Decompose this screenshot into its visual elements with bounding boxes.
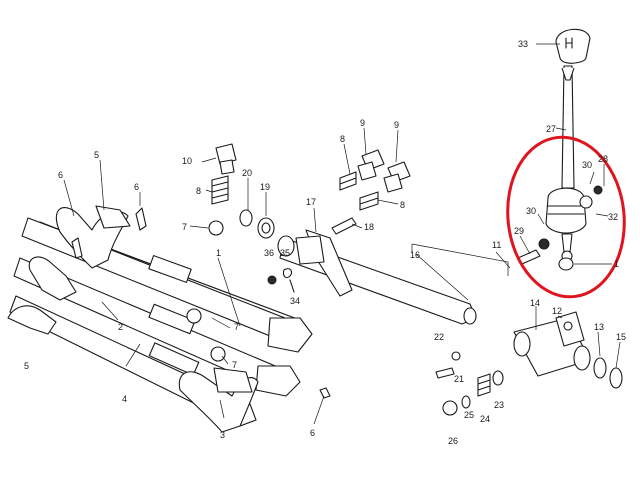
- callout-6: 6: [58, 170, 63, 180]
- nut: [538, 238, 550, 250]
- shift-fork-bottom: [178, 367, 259, 433]
- nut: [451, 351, 461, 361]
- callout-8: 8: [400, 200, 405, 210]
- callout-28: 28: [598, 154, 608, 164]
- washer: [239, 209, 253, 227]
- callout-32: 32: [608, 212, 618, 222]
- highlight-circle: [506, 135, 626, 299]
- shift-knob: [555, 28, 591, 64]
- callout-10: 10: [182, 156, 192, 166]
- callout-30: 30: [582, 160, 592, 170]
- oil-seal: [257, 217, 275, 239]
- plug-bolt: [215, 143, 237, 175]
- callout-36: 36: [264, 248, 274, 258]
- callout-17: 17: [306, 197, 316, 207]
- striking-lever: [295, 229, 353, 297]
- pin: [319, 387, 331, 399]
- shift-fork-lower-left: [7, 305, 57, 335]
- check-spring: [211, 175, 229, 205]
- callout-6: 6: [310, 428, 315, 438]
- callout-19: 19: [260, 182, 270, 192]
- retaining-pin: [71, 237, 83, 259]
- callout-20: 20: [242, 168, 252, 178]
- callout-6: 6: [134, 182, 139, 192]
- callout-7: 7: [182, 222, 187, 232]
- shift-fork-middle: [28, 256, 77, 301]
- spring: [477, 373, 491, 397]
- callout-11: 11: [492, 240, 501, 250]
- interlock-ball: [186, 308, 202, 324]
- callout-16: 16: [410, 250, 420, 260]
- plug-bolt-upper: [357, 149, 385, 181]
- callout-8: 8: [340, 134, 345, 144]
- seal-ring: [609, 367, 623, 389]
- lock-pin: [331, 217, 357, 235]
- callout-22: 22: [434, 332, 444, 342]
- callout-12: 12: [552, 306, 562, 316]
- check-ball: [208, 220, 224, 236]
- leader-lines: [63, 43, 621, 425]
- lever-ball-end: [561, 233, 573, 253]
- callout-14: 14: [530, 298, 540, 308]
- callout-9: 9: [360, 118, 365, 128]
- bolt: [435, 367, 455, 379]
- spring-lower: [359, 191, 379, 211]
- callout-1: 1: [614, 259, 619, 269]
- nut: [267, 275, 277, 285]
- callout-7: 7: [232, 360, 237, 370]
- clip: [282, 268, 293, 279]
- callout-25: 25: [464, 410, 474, 420]
- sleeve: [492, 370, 504, 386]
- callout-34: 34: [290, 296, 300, 306]
- callout-8: 8: [196, 186, 201, 196]
- washer: [461, 395, 471, 409]
- callout-labels: 33 27 30 28 30 32 29 1 11 16 14 12 13 15…: [24, 39, 626, 446]
- callout-2: 2: [118, 322, 123, 332]
- callout-30: 30: [526, 206, 536, 216]
- callout-1: 1: [216, 248, 221, 258]
- callout-29: 29: [514, 226, 524, 236]
- callout-4: 4: [122, 394, 127, 404]
- callout-27: 27: [546, 124, 556, 134]
- callout-26: 26: [448, 436, 458, 446]
- retaining-pin: [135, 207, 147, 231]
- spring-upper: [339, 171, 357, 191]
- pin: [289, 279, 295, 293]
- bush: [558, 257, 574, 271]
- callout-24: 24: [480, 414, 490, 424]
- callout-7: 7: [234, 322, 239, 332]
- callout-15: 15: [616, 332, 626, 342]
- callout-5: 5: [24, 361, 29, 371]
- callout-13: 13: [594, 322, 604, 332]
- plug-bolt-right: [383, 161, 411, 193]
- shift-lever: [561, 65, 575, 189]
- lever-boot: [545, 187, 587, 234]
- plug: [442, 400, 458, 416]
- cap-nut: [579, 195, 593, 209]
- callout-18: 18: [364, 222, 374, 232]
- interlock-ball: [210, 346, 226, 362]
- callout-35: 35: [280, 248, 290, 258]
- shift-fork-upper: [55, 205, 131, 269]
- bushing: [593, 357, 607, 379]
- nut: [593, 185, 603, 195]
- callout-23: 23: [494, 400, 504, 410]
- callout-21: 21: [454, 374, 464, 384]
- control-lever-bracket: [513, 311, 591, 377]
- callout-33: 33: [518, 39, 528, 49]
- callout-9: 9: [394, 120, 399, 130]
- callout-3: 3: [220, 430, 225, 440]
- callout-5: 5: [94, 150, 99, 160]
